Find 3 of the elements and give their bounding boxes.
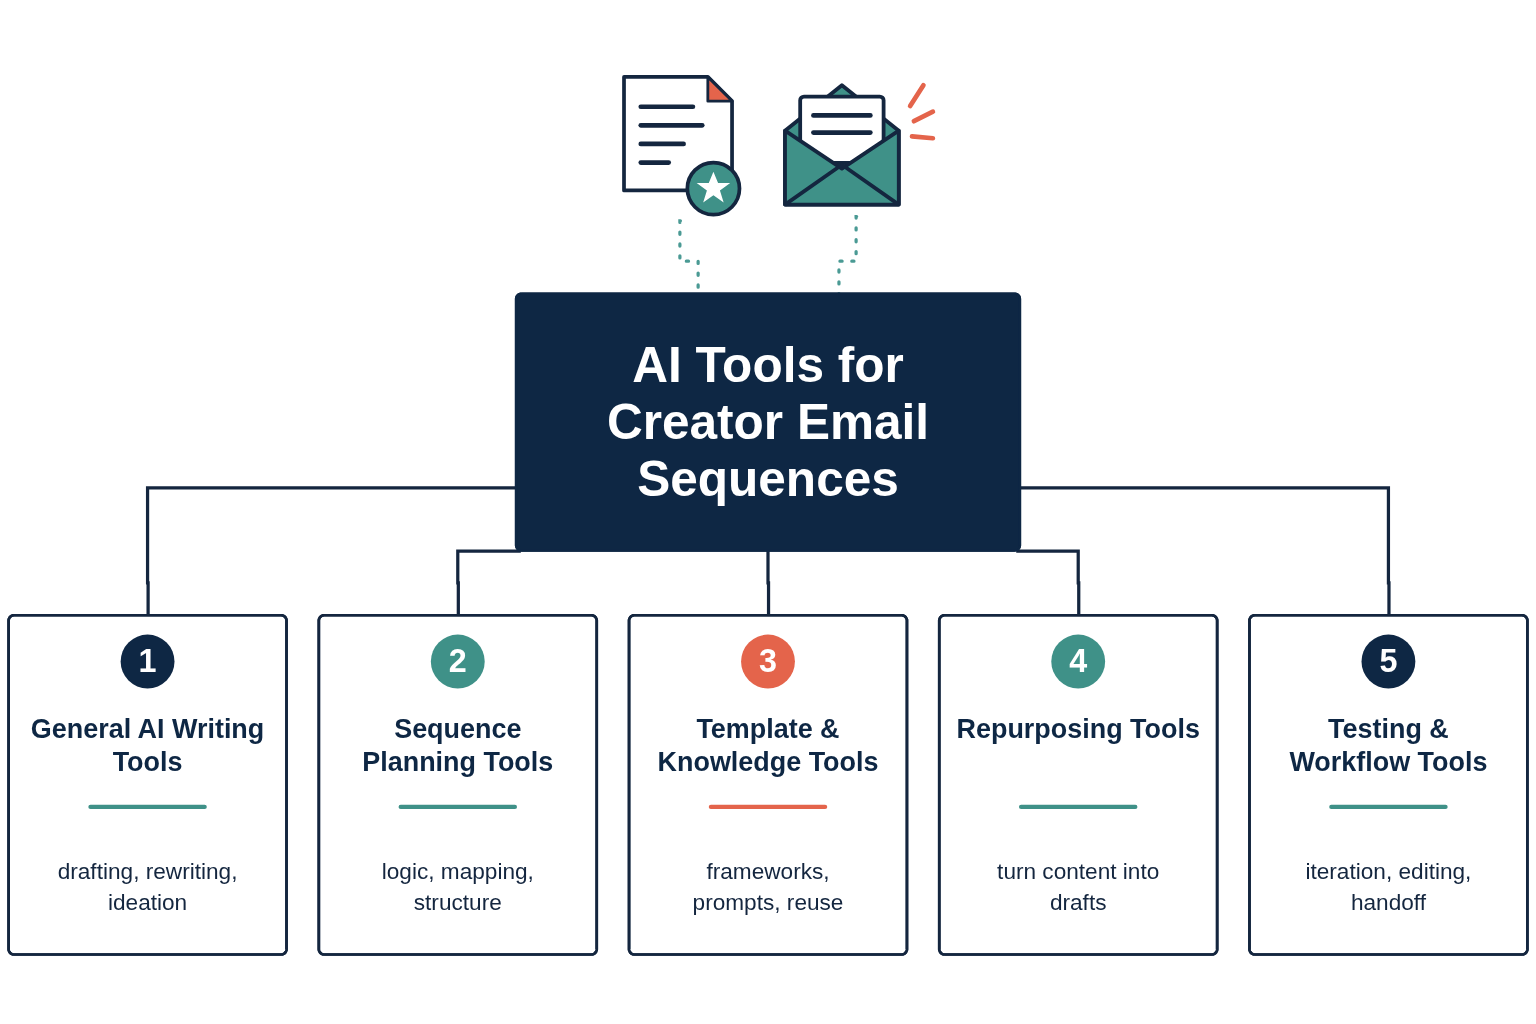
connector [456,549,521,616]
connector [1016,549,1081,616]
connector [1020,486,1391,616]
